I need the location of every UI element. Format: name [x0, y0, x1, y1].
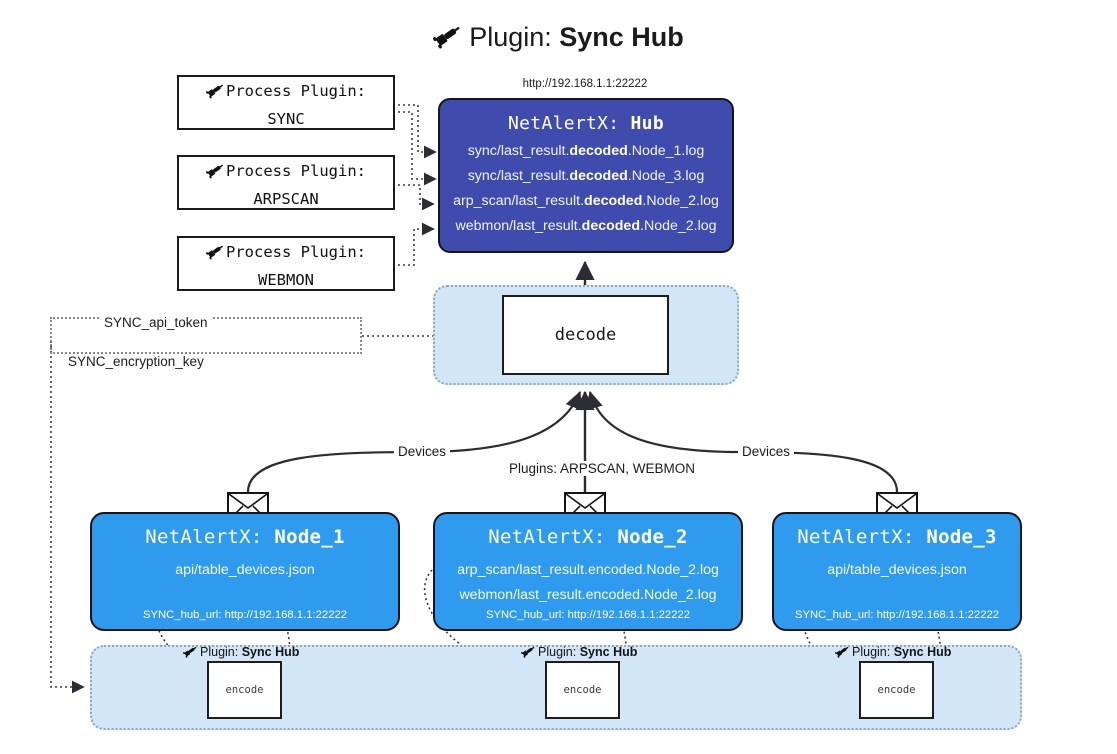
hub-title-prefix: NetAlertX: — [508, 113, 620, 134]
hub-title: NetAlertX: Hub — [440, 113, 732, 134]
node-title: NetAlertX: Node_1 — [92, 526, 398, 548]
title-prefix: Plugin: — [469, 22, 552, 52]
node-title-prefix: NetAlertX: — [145, 526, 263, 548]
title-name: Sync Hub — [559, 22, 684, 52]
hub-log-line: arp_scan/last_result.decoded.Node_2.log — [453, 193, 719, 209]
sync-encryption-key-label: SYNC_encryption_key — [64, 354, 208, 369]
plug-icon — [182, 645, 198, 661]
process-plugin-arpscan-line1: Process Plugin: — [179, 159, 393, 187]
plugins-label: Plugins: ARPSCAN, WEBMON — [505, 461, 700, 476]
hub-node[interactable]: NetAlertX: Hub sync/last_result.decoded.… — [438, 98, 734, 253]
encoder-caption-prefix: Plugin: — [200, 645, 239, 659]
encoder-caption-prefix: Plugin: — [852, 645, 891, 659]
node-title-name: Node_2 — [617, 526, 688, 548]
encoder-caption: Plugin: Sync Hub — [182, 645, 300, 661]
hub-title-name: Hub — [630, 113, 664, 134]
node-line: api/table_devices.json — [827, 562, 967, 578]
process-plugin-webmon-box[interactable]: Process Plugin: WEBMON — [177, 236, 395, 291]
node-title: NetAlertX: Node_3 — [774, 526, 1020, 548]
process-plugin-webmon-title: Process Plugin: — [226, 243, 366, 261]
hub-log-list: sync/last_result.decoded.Node_1.log sync… — [440, 139, 732, 239]
process-plugin-sync-title: Process Plugin: — [226, 82, 366, 100]
encoder-caption-name: Sync Hub — [893, 645, 952, 659]
node-card-node-3[interactable]: NetAlertX: Node_3 api/table_devices.json… — [772, 512, 1022, 631]
process-plugin-webmon-line1: Process Plugin: — [179, 240, 393, 268]
hub-log-line: webmon/last_result.decoded.Node_2.log — [455, 218, 717, 234]
encode-box[interactable]: encode — [545, 661, 620, 719]
plug-icon — [834, 645, 850, 661]
plug-icon — [433, 21, 463, 59]
plug-icon — [205, 243, 225, 268]
node-lines: api/table_devices.json — [92, 558, 398, 583]
node-title-prefix: NetAlertX: — [797, 526, 915, 548]
process-plugin-arpscan-box[interactable]: Process Plugin: ARPSCAN — [177, 155, 395, 210]
node-title-name: Node_3 — [926, 526, 997, 548]
process-plugin-sync-box[interactable]: Process Plugin: SYNC — [177, 75, 395, 130]
process-plugin-arpscan-name: ARPSCAN — [253, 190, 319, 208]
encoder-caption-name: Sync Hub — [579, 645, 638, 659]
node-line: api/table_devices.json — [175, 562, 315, 578]
process-plugin-webmon-name: WEBMON — [258, 271, 314, 289]
process-plugin-sync-line1: Process Plugin: — [179, 79, 393, 107]
node-card-node-1[interactable]: NetAlertX: Node_1 api/table_devices.json… — [90, 512, 400, 631]
encoder-caption: Plugin: Sync Hub — [834, 645, 952, 661]
node-title-name: Node_1 — [274, 526, 345, 548]
decode-box[interactable]: decode — [502, 295, 669, 375]
node-card-node-2[interactable]: NetAlertX: Node_2 arp_scan/last_result.e… — [433, 512, 743, 631]
devices-label-right: Devices — [738, 444, 795, 459]
node-line: arp_scan/last_result.encoded.Node_2.log — [457, 562, 719, 578]
encoder-caption-prefix: Plugin: — [538, 645, 577, 659]
node-title: NetAlertX: Node_2 — [435, 526, 741, 548]
hub-log-line: sync/last_result.decoded.Node_3.log — [467, 168, 705, 184]
sync-api-token-label: SYNC_api_token — [100, 315, 212, 330]
credentials-rail — [50, 317, 52, 687]
process-plugin-sync-name: SYNC — [267, 110, 305, 128]
page-title: Plugin: Sync Hub — [0, 18, 1117, 59]
encode-box[interactable]: encode — [859, 661, 934, 719]
hub-url-label: http://192.168.1.1:22222 — [522, 78, 648, 90]
node-footer: SYNC_hub_url: http://192.168.1.1:22222 — [794, 609, 1000, 621]
devices-label-left: Devices — [394, 444, 451, 459]
node-footer: SYNC_hub_url: http://192.168.1.1:22222 — [485, 609, 691, 621]
node-footer: SYNC_hub_url: http://192.168.1.1:22222 — [142, 609, 348, 621]
node-line: webmon/last_result.encoded.Node_2.log — [459, 587, 717, 603]
node-title-prefix: NetAlertX: — [488, 526, 606, 548]
encoder-caption-name: Sync Hub — [241, 645, 300, 659]
node-lines: arp_scan/last_result.encoded.Node_2.log … — [435, 558, 741, 608]
hub-log-line: sync/last_result.decoded.Node_1.log — [467, 143, 705, 159]
plug-icon — [205, 82, 225, 107]
encoder-caption: Plugin: Sync Hub — [520, 645, 638, 661]
node-lines: api/table_devices.json — [774, 558, 1020, 583]
process-plugin-arpscan-title: Process Plugin: — [226, 162, 366, 180]
plug-icon — [520, 645, 536, 661]
encode-box[interactable]: encode — [207, 661, 282, 719]
plug-icon — [205, 162, 225, 187]
